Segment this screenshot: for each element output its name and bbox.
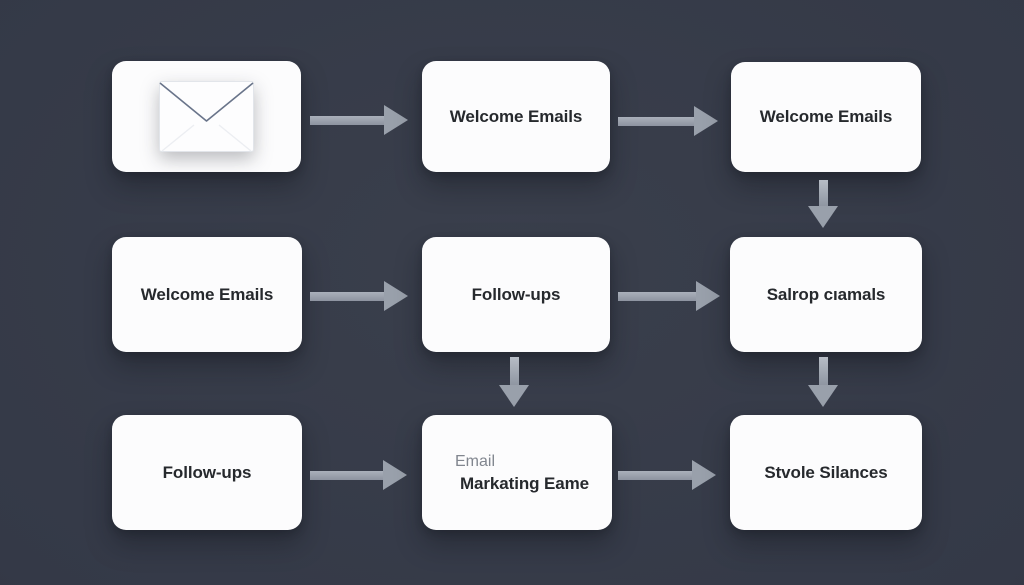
flow-node-follow-ups-2[interactable]: Follow-ups (112, 415, 302, 530)
node-label: Follow-ups (471, 284, 561, 304)
arrow-r3c1-to-r3c2 (310, 458, 407, 492)
flow-node-email-marketing[interactable]: Email Markating Eame (422, 415, 612, 530)
flow-node-stvole-silances[interactable]: Stvole Silances (730, 415, 922, 530)
flow-node-welcome-emails-1[interactable]: Welcome Emails (422, 61, 610, 172)
node-label: Welcome Emails (449, 106, 583, 126)
arrow-r1c2-to-r1c3 (618, 104, 718, 138)
arrow-r2c1-to-r2c2 (310, 279, 408, 313)
flow-node-salrop-cramals[interactable]: Salrop cıamals (730, 237, 922, 352)
arrow-r3c2-to-r3c3 (618, 458, 716, 492)
arrow-r2c3-to-r3c3 (806, 357, 840, 407)
node-label: Welcome Emails (759, 107, 893, 126)
node-label: Stvole Silances (764, 462, 888, 482)
node-label: Welcome Emails (140, 284, 274, 304)
arrow-r1c3-to-r2c3 (806, 180, 840, 228)
envelope-icon (159, 80, 254, 152)
node-label: Follow-ups (162, 462, 252, 482)
node-label: Salrop cıamals (766, 284, 886, 304)
flow-node-follow-ups-1[interactable]: Follow-ups (422, 237, 610, 352)
node-label-line1: Email (455, 452, 496, 470)
arrow-r2c2-to-r2c3 (618, 279, 720, 313)
arrow-r2c2-to-r3c2 (497, 357, 531, 407)
flow-node-welcome-emails-2[interactable]: Welcome Emails (731, 62, 921, 172)
node-label-line2: Markating Eame (460, 473, 589, 493)
flow-node-envelope[interactable] (112, 61, 301, 172)
arrow-r1c1-to-r1c2 (310, 103, 408, 137)
flow-node-welcome-emails-3[interactable]: Welcome Emails (112, 237, 302, 352)
